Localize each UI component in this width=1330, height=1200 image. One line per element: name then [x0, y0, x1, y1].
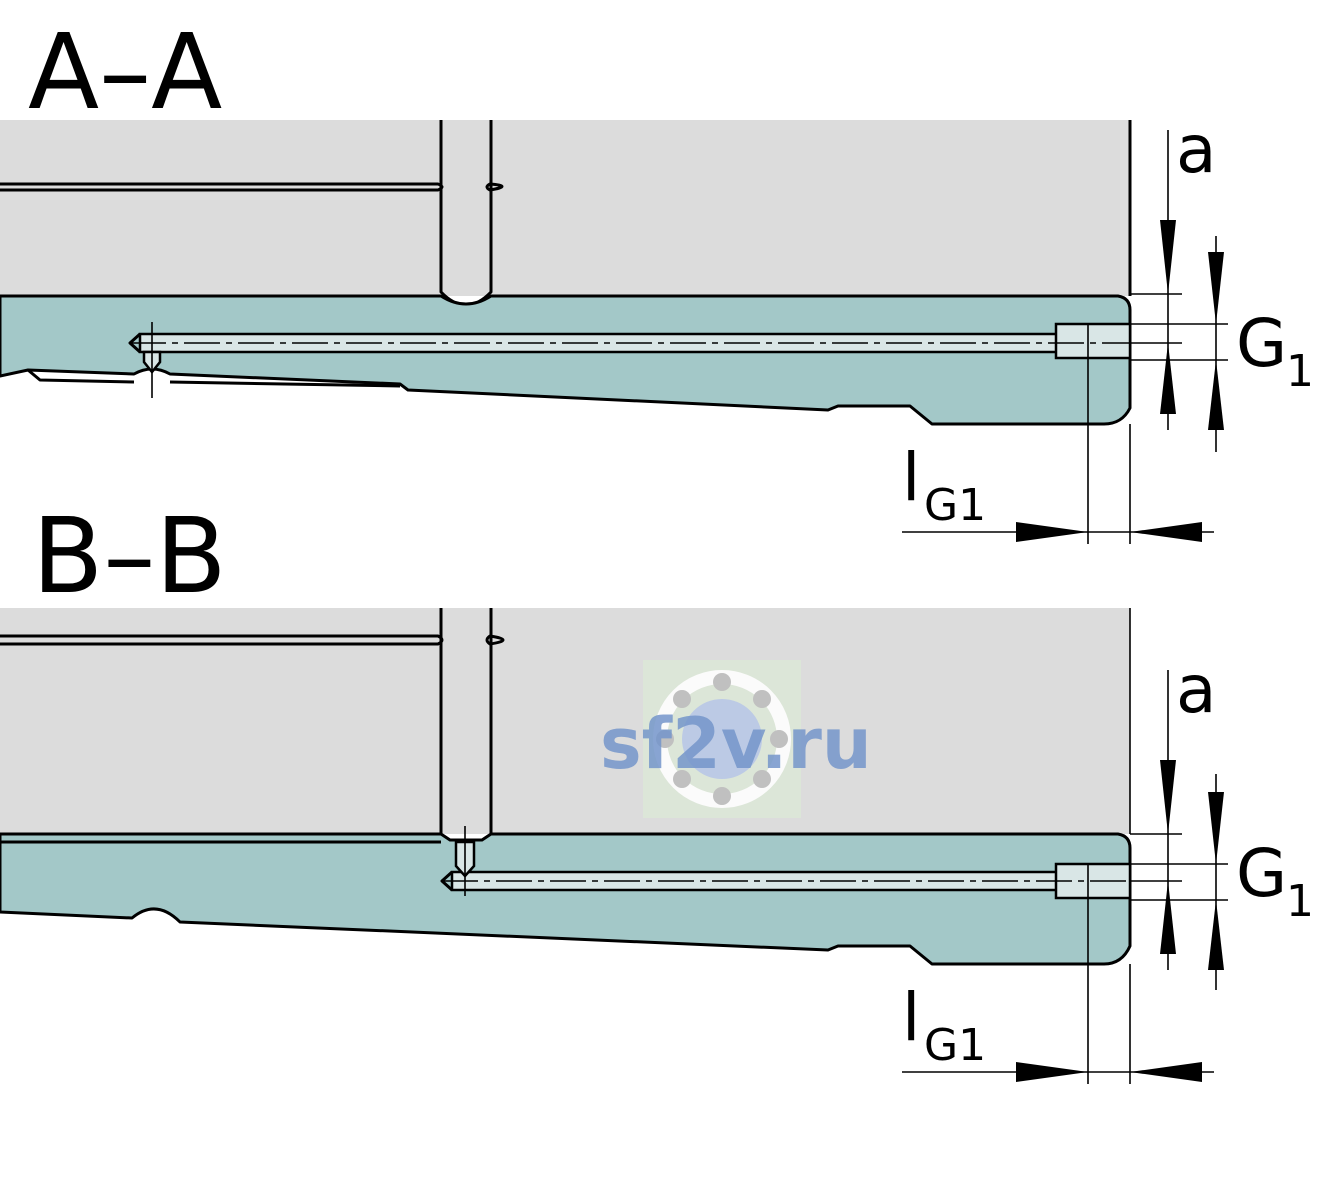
- dim-label-lg1-sub: G1: [924, 1020, 986, 1071]
- threaded-port: [1054, 322, 1132, 360]
- lower-contour: [27, 368, 401, 388]
- dim-arrow: [1130, 522, 1202, 542]
- section-b-b: B–B a G 1: [0, 495, 1314, 1084]
- groove-notch: [485, 634, 505, 646]
- dim-label-a: a: [1176, 651, 1216, 728]
- section-title-a-a: A–A: [28, 11, 222, 133]
- guide-body: [0, 832, 1132, 966]
- dim-arrow: [1160, 343, 1176, 414]
- dim-label-a: a: [1176, 111, 1216, 188]
- dim-label-g1: G: [1236, 835, 1287, 912]
- dimension-a-g1: a G 1: [1130, 651, 1314, 990]
- bearing-center-icon: [682, 699, 762, 779]
- guide-body: [0, 294, 1132, 426]
- dim-arrow: [1016, 522, 1088, 542]
- dimension-lg1: l G1: [902, 358, 1214, 544]
- watermark-text: sf2v.ru: [600, 703, 872, 785]
- dim-label-g1-sub: 1: [1286, 876, 1314, 927]
- dim-label-lg1-sub: G1: [924, 480, 986, 531]
- dim-label-g1-sub: 1: [1286, 346, 1314, 397]
- dim-arrow: [1160, 881, 1176, 954]
- dim-arrow: [1016, 1062, 1088, 1082]
- section-title-b-b: B–B: [32, 495, 227, 617]
- watermark: sf2v.ru: [600, 660, 872, 818]
- bearing-balls-icon: [656, 673, 788, 805]
- dim-arrow: [1208, 792, 1224, 864]
- section-a-a: A–A a: [0, 11, 1314, 544]
- groove-notch: [485, 182, 504, 192]
- horizontal-groove: [0, 182, 444, 192]
- dim-arrow: [1208, 900, 1224, 970]
- dim-arrow: [1130, 1062, 1202, 1082]
- dim-label-lg1: l: [902, 439, 920, 516]
- horizontal-groove: [0, 634, 444, 646]
- upper-block: [0, 120, 1130, 296]
- dimension-lg1: l G1: [902, 898, 1214, 1084]
- dim-arrow: [1208, 252, 1224, 324]
- dim-label-g1: G: [1236, 305, 1287, 382]
- dim-arrow: [1160, 220, 1176, 294]
- dim-arrow: [1160, 760, 1176, 834]
- dim-label-lg1: l: [902, 979, 920, 1056]
- dim-arrow: [1208, 360, 1224, 430]
- upper-block: [0, 608, 1130, 834]
- dimension-a-g1: a G 1: [1130, 111, 1314, 452]
